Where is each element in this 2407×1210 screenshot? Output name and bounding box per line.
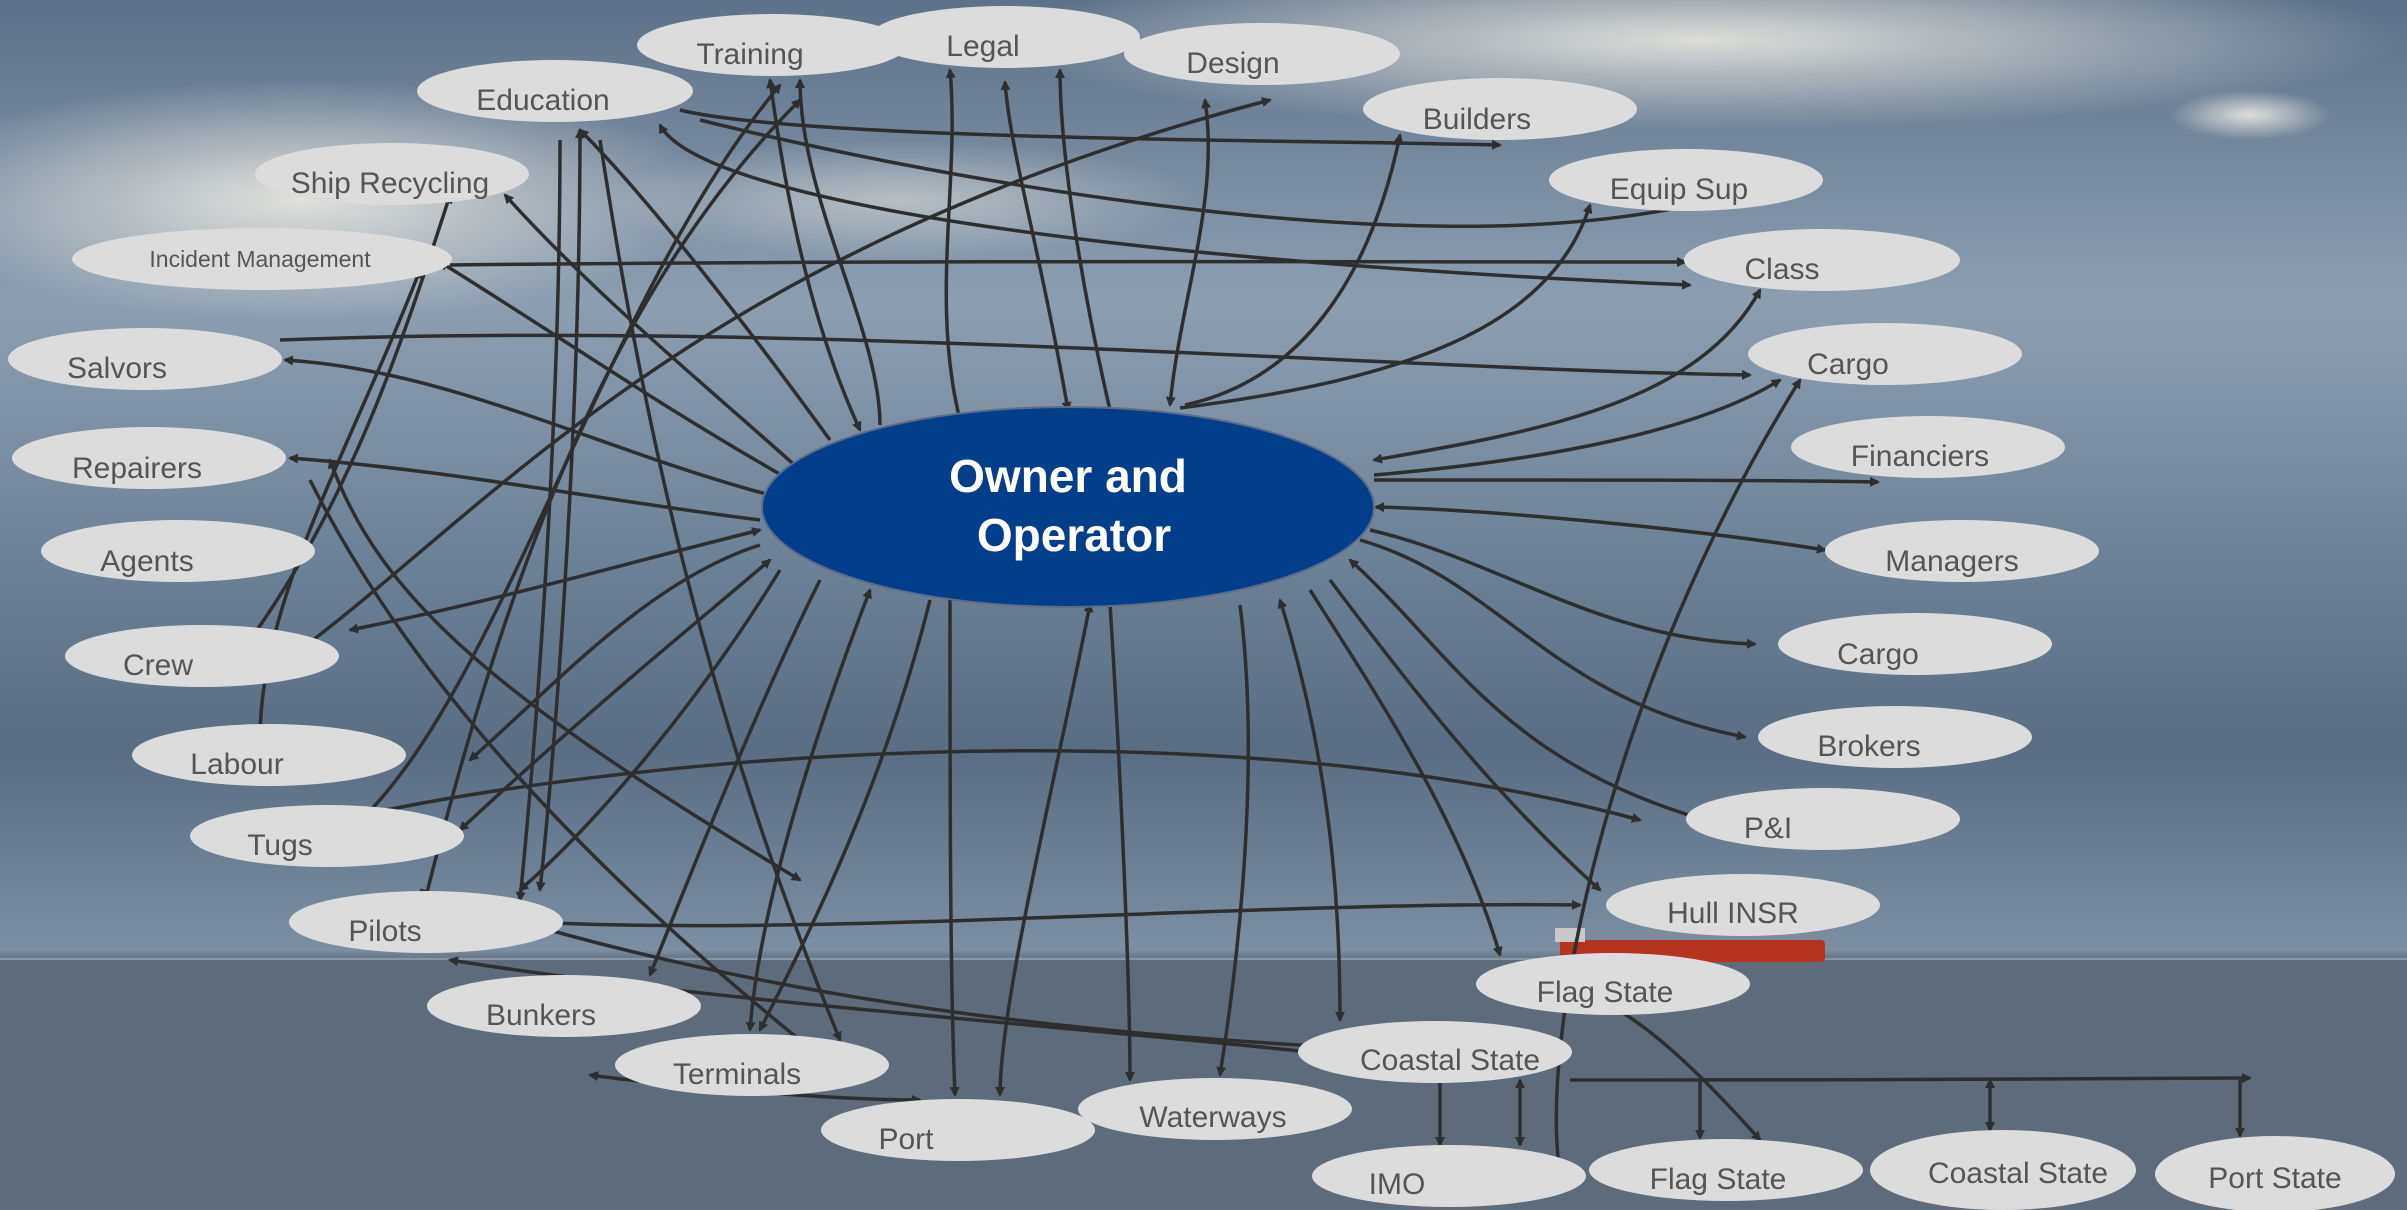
node-label-port: Port bbox=[878, 1123, 934, 1156]
node-label-labour: Labour bbox=[190, 748, 283, 781]
node-equip-sup: Equip Sup bbox=[1549, 149, 1823, 211]
relationship-arrow bbox=[1277, 598, 1345, 1022]
node-label-flag-state-1: Flag State bbox=[1537, 976, 1674, 1009]
node-coastal-state-2: Coastal State bbox=[1870, 1130, 2136, 1210]
node-label-ship-recycling: Ship Recycling bbox=[291, 167, 489, 200]
node-label-coastal-state-1: Coastal State bbox=[1360, 1044, 1540, 1077]
node-label-coastal-state-2: Coastal State bbox=[1928, 1157, 2108, 1190]
node-cargo-1: Cargo bbox=[1748, 323, 2022, 385]
relationship-arrow bbox=[308, 479, 852, 1082]
node-label-repairers: Repairers bbox=[72, 452, 202, 485]
node-salvors: Salvors bbox=[8, 328, 282, 390]
relationship-arrow bbox=[1328, 578, 1602, 892]
relationship-arrow bbox=[535, 128, 585, 892]
node-class: Class bbox=[1684, 229, 1960, 291]
node-coastal-state-1: Coastal State bbox=[1298, 1021, 1572, 1083]
node-cargo-2: Cargo bbox=[1778, 613, 2052, 675]
node-imo: IMO bbox=[1312, 1145, 1586, 1207]
node-financiers: Financiers bbox=[1791, 416, 2065, 478]
relationship-arrow bbox=[598, 139, 842, 1042]
node-ship-recycling: Ship Recycling bbox=[255, 143, 529, 205]
horizon-line bbox=[0, 958, 2407, 960]
relationship-arrow bbox=[327, 458, 802, 882]
node-label-legal: Legal bbox=[946, 30, 1019, 63]
center-title-line1: Owner and bbox=[949, 450, 1187, 502]
node-incident-management: Incident Management bbox=[72, 228, 452, 290]
relationship-arrow bbox=[1373, 476, 1880, 487]
node-label-flag-state-2: Flag State bbox=[1650, 1163, 1787, 1196]
node-label-equip-sup: Equip Sup bbox=[1610, 173, 1748, 206]
node-label-waterways: Waterways bbox=[1139, 1101, 1286, 1134]
node-label-port-state: Port State bbox=[2208, 1162, 2341, 1195]
node-label-incident-management: Incident Management bbox=[149, 246, 371, 272]
node-label-imo: IMO bbox=[1369, 1168, 1426, 1201]
owner-operator-node: Owner and Operator bbox=[761, 406, 1375, 608]
node-label-cargo-2: Cargo bbox=[1837, 638, 1919, 671]
node-label-class: Class bbox=[1744, 253, 1819, 286]
node-label-brokers: Brokers bbox=[1817, 730, 1920, 763]
relationship-arrow bbox=[1554, 378, 1802, 1173]
node-label-crew: Crew bbox=[123, 649, 193, 682]
node-pilots: Pilots bbox=[289, 891, 563, 953]
node-managers: Managers bbox=[1825, 520, 2099, 582]
node-label-pilots: Pilots bbox=[348, 915, 421, 948]
node-legal: Legal bbox=[870, 6, 1140, 68]
node-label-training: Training bbox=[696, 38, 803, 71]
node-flag-state-2: Flag State bbox=[1589, 1139, 1863, 1201]
node-label-design: Design bbox=[1186, 47, 1279, 80]
node-label-salvors: Salvors bbox=[67, 352, 167, 385]
node-hull-insr: Hull INSR bbox=[1606, 874, 1880, 936]
node-crew: Crew bbox=[65, 625, 339, 687]
node-agents: Agents bbox=[41, 520, 315, 582]
node-bunkers: Bunkers bbox=[427, 975, 701, 1037]
node-label-agents: Agents bbox=[100, 545, 193, 578]
node-label-tugs: Tugs bbox=[247, 829, 313, 862]
node-label-managers: Managers bbox=[1885, 545, 2018, 578]
node-waterways: Waterways bbox=[1078, 1078, 1352, 1140]
node-label-bunkers: Bunkers bbox=[486, 999, 596, 1032]
relationship-arrow bbox=[1569, 1073, 2252, 1084]
center-title-line2: Operator bbox=[977, 509, 1171, 561]
node-terminals: Terminals bbox=[615, 1034, 889, 1096]
node-builders: Builders bbox=[1363, 78, 1637, 140]
node-repairers: Repairers bbox=[12, 427, 286, 489]
node-label-builders: Builders bbox=[1423, 103, 1531, 136]
node-label-financiers: Financiers bbox=[1851, 440, 1989, 473]
node-label-hull-insr: Hull INSR bbox=[1667, 897, 1799, 930]
node-p-and-i: P&I bbox=[1686, 788, 1960, 850]
node-brokers: Brokers bbox=[1758, 706, 2032, 768]
node-label-education: Education bbox=[476, 84, 609, 117]
node-label-terminals: Terminals bbox=[673, 1058, 801, 1091]
relationship-arrows bbox=[248, 68, 2252, 1173]
node-port-state: Port State bbox=[2155, 1136, 2395, 1210]
node-port: Port bbox=[821, 1099, 1095, 1161]
node-education: Education bbox=[417, 60, 693, 122]
relationship-arrow bbox=[1374, 502, 1827, 554]
node-tugs: Tugs bbox=[190, 805, 464, 867]
relationship-arrow bbox=[1373, 378, 1782, 477]
node-flag-state-1: Flag State bbox=[1476, 953, 1750, 1015]
node-design: Design bbox=[1124, 23, 1400, 85]
node-label-cargo-1: Cargo bbox=[1807, 348, 1889, 381]
relationship-arrow bbox=[1348, 558, 1707, 823]
node-training: Training bbox=[637, 14, 907, 76]
node-label-p-and-i: P&I bbox=[1744, 812, 1792, 845]
cloud bbox=[2170, 90, 2330, 140]
node-labour: Labour bbox=[132, 724, 406, 786]
relationship-arrow bbox=[1372, 288, 1762, 464]
